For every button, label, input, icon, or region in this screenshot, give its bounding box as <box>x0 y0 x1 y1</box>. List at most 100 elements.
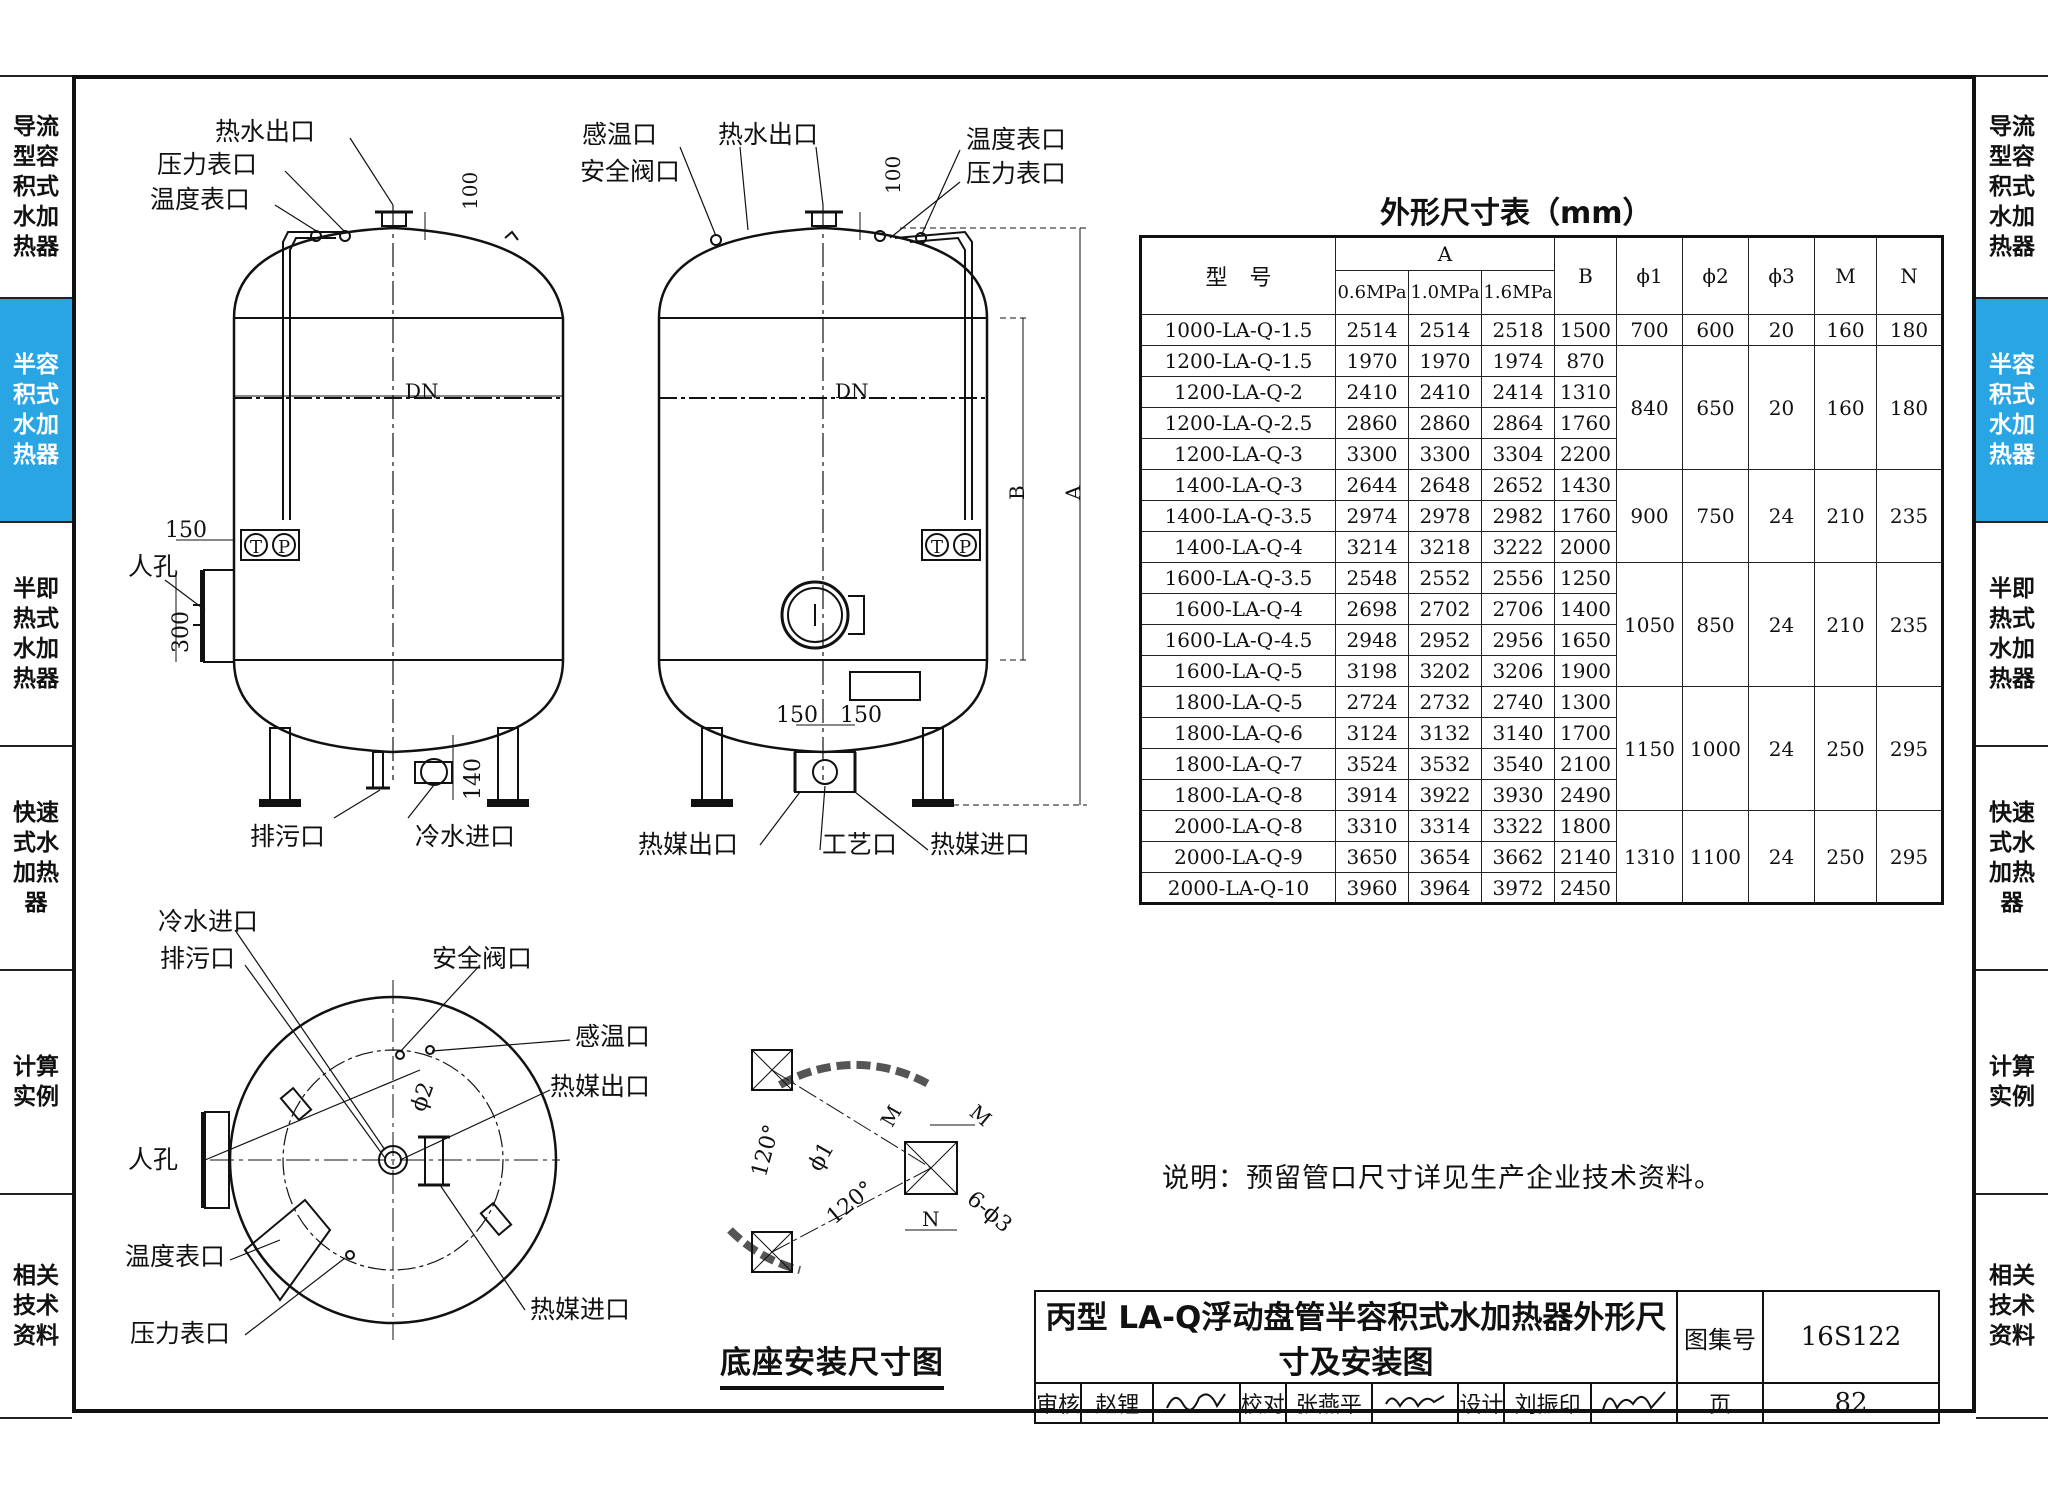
cell-phi2: 600 <box>1682 314 1749 346</box>
cell-phi2: 1100 <box>1682 810 1749 904</box>
dim-100-right: 100 <box>881 156 905 194</box>
dim-6phi3: 6-ϕ3 <box>962 1187 1017 1239</box>
checker-name: 张燕平 <box>1284 1382 1374 1424</box>
cell-phi1: 1150 <box>1616 686 1683 811</box>
tab-left-0[interactable]: 导流型容积式水加热器 <box>0 75 72 299</box>
cell-value: 3972 <box>1481 872 1555 904</box>
cell-value: 2410 <box>1335 376 1409 408</box>
page-label: 页 <box>1676 1382 1764 1424</box>
cell-m: 210 <box>1814 562 1877 687</box>
drawing-title: 丙型 LA-Q浮动盘管半容积式水加热器外形尺寸及安装图 <box>1034 1290 1678 1384</box>
cell-value: 2200 <box>1554 438 1617 470</box>
drawing-frame <box>72 75 1976 1413</box>
tab-left-5[interactable]: 相关技术资料 <box>0 1195 72 1419</box>
cell-value: 2952 <box>1408 624 1482 656</box>
label-manhole-plan: 人孔 <box>128 1145 178 1174</box>
cell-model: 2000-LA-Q-9 <box>1140 841 1336 873</box>
tab-left-3[interactable]: 快速式水加热器 <box>0 747 72 971</box>
tab-label: 半即热式水加热器 <box>1989 576 2035 692</box>
cell-value: 2414 <box>1481 376 1555 408</box>
designer-name: 刘振印 <box>1503 1382 1592 1424</box>
cell-value: 2548 <box>1335 562 1409 594</box>
cell-value: 3540 <box>1481 748 1555 780</box>
cell-value: 2982 <box>1481 500 1555 532</box>
cell-value: 3914 <box>1335 779 1409 811</box>
right-elevation: T P <box>657 146 1087 851</box>
dim-dn-left: DN <box>405 379 439 403</box>
cell-value: 2860 <box>1335 407 1409 439</box>
designer-signature <box>1589 1382 1679 1424</box>
cell-value: 3314 <box>1408 810 1482 842</box>
cell-value: 3524 <box>1335 748 1409 780</box>
checker-signature <box>1371 1382 1460 1424</box>
tab-label: 半容积式水加热器 <box>1989 352 2035 468</box>
label-temp-port-left: 温度表口 <box>150 185 250 214</box>
col-a-10: 1.0MPa <box>1408 270 1482 315</box>
cell-m: 210 <box>1814 469 1877 563</box>
tab-right-0[interactable]: 导流型容积式水加热器 <box>1976 75 2048 299</box>
cell-value: 2740 <box>1481 686 1555 718</box>
cell-value: 3214 <box>1335 531 1409 563</box>
tab-right-2[interactable]: 半即热式水加热器 <box>1976 523 2048 747</box>
cell-model: 1800-LA-Q-5 <box>1140 686 1336 718</box>
atlas-label: 图集号 <box>1676 1290 1764 1384</box>
cell-value: 3654 <box>1408 841 1482 873</box>
dim-150-right-b: 150 <box>840 703 882 728</box>
cell-value: 2978 <box>1408 500 1482 532</box>
cell-phi1: 900 <box>1616 469 1683 563</box>
dim-300-left: 300 <box>169 611 194 653</box>
tab-right-4[interactable]: 计算实例 <box>1976 971 2048 1195</box>
tab-right-1[interactable]: 半容积式水加热器 <box>1976 299 2048 523</box>
reviewer-name: 赵锂 <box>1080 1382 1155 1424</box>
cell-value: 3300 <box>1335 438 1409 470</box>
cell-value: 3140 <box>1481 717 1555 749</box>
tab-left-1[interactable]: 半容积式水加热器 <box>0 299 72 523</box>
cell-value: 3310 <box>1335 810 1409 842</box>
cell-value: 2860 <box>1408 407 1482 439</box>
tab-label: 快速式水加热器 <box>1989 800 2035 916</box>
cell-value: 3532 <box>1408 748 1482 780</box>
col-a-16: 1.6MPa <box>1481 270 1555 315</box>
tab-label: 半容积式水加热器 <box>13 352 59 468</box>
tab-left-2[interactable]: 半即热式水加热器 <box>0 523 72 747</box>
dim-m-a: M <box>876 1101 907 1131</box>
dim-a: A <box>1061 485 1085 501</box>
cell-value: 3964 <box>1408 872 1482 904</box>
tab-right-3[interactable]: 快速式水加热器 <box>1976 747 2048 971</box>
cell-value: 1250 <box>1554 562 1617 594</box>
cell-model: 1400-LA-Q-3.5 <box>1140 500 1336 532</box>
cell-value: 2724 <box>1335 686 1409 718</box>
cell-model: 1200-LA-Q-2 <box>1140 376 1336 408</box>
cell-value: 2450 <box>1554 872 1617 904</box>
cell-value: 3960 <box>1335 872 1409 904</box>
table-title: 外形尺寸表（mm） <box>1380 196 1653 231</box>
label-temp-port-plan: 温度表口 <box>125 1242 225 1271</box>
cell-value: 3198 <box>1335 655 1409 687</box>
label-temp-sensor-right: 感温口 <box>582 120 657 149</box>
cell-phi3: 24 <box>1748 469 1815 563</box>
cell-phi1: 700 <box>1616 314 1683 346</box>
plan-view <box>201 929 571 1340</box>
tab-right-5[interactable]: 相关技术资料 <box>1976 1195 2048 1419</box>
dim-b: B <box>1005 485 1029 500</box>
dim-dn-right: DN <box>835 379 869 403</box>
cell-m: 250 <box>1814 810 1877 904</box>
cell-phi2: 850 <box>1682 562 1749 687</box>
cell-n: 235 <box>1876 562 1943 687</box>
cell-value: 3304 <box>1481 438 1555 470</box>
cell-value: 2698 <box>1335 593 1409 625</box>
title-block: 丙型 LA-Q浮动盘管半容积式水加热器外形尺寸及安装图 图集号 16S122 审… <box>1033 1290 1940 1424</box>
tab-label: 导流型容积式水加热器 <box>1989 114 2035 260</box>
label-temp-port-right: 温度表口 <box>966 125 1066 154</box>
tab-left-4[interactable]: 计算实例 <box>0 971 72 1195</box>
cell-value: 1310 <box>1554 376 1617 408</box>
label-heat-medium-outlet-plan: 热媒出口 <box>550 1072 650 1101</box>
cell-value: 2514 <box>1335 314 1409 346</box>
